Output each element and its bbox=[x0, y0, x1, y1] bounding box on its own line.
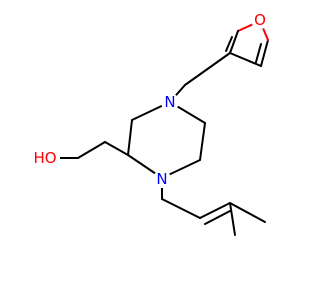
bond-prenyl-c-me-up bbox=[229, 202, 266, 223]
molecule-structure: O N N HO bbox=[32, 11, 269, 236]
bond-prenyl-c-me-down bbox=[229, 202, 236, 236]
bond-lines bbox=[57, 20, 269, 236]
nitrogen-4-mask bbox=[161, 93, 179, 111]
hydroxyl-label: HO bbox=[33, 149, 56, 167]
nitrogen-1-mask bbox=[153, 170, 171, 188]
bond-furan-ch2 bbox=[184, 52, 231, 86]
bond-furan-c4-c5 bbox=[260, 39, 269, 67]
bond-furan-c4-c5-double bbox=[255, 43, 262, 63]
atom-labels: O N N HO bbox=[32, 11, 269, 188]
bond-prenyl-ch-c bbox=[199, 202, 231, 219]
hydroxyl-mask bbox=[32, 149, 60, 167]
bond-c2-ch2a bbox=[104, 141, 129, 156]
bond-furan-c2-c3-double bbox=[225, 36, 233, 52]
bond-furan-c3-c4 bbox=[229, 52, 262, 67]
bond-prenyl-ch2-ch bbox=[161, 198, 201, 219]
furan-oxygen-label: O bbox=[254, 11, 266, 29]
bond-furan-c2-c3 bbox=[229, 30, 239, 54]
bond-c6-c5 bbox=[199, 122, 206, 161]
bond-prenyl-ch-c-double bbox=[204, 210, 231, 225]
nitrogen-1-label: N bbox=[156, 170, 167, 188]
furan-oxygen-mask bbox=[251, 11, 269, 29]
bond-ch2a-ch2b bbox=[77, 141, 106, 159]
bond-c3-c2 bbox=[127, 119, 133, 156]
nitrogen-4-label: N bbox=[164, 93, 175, 111]
